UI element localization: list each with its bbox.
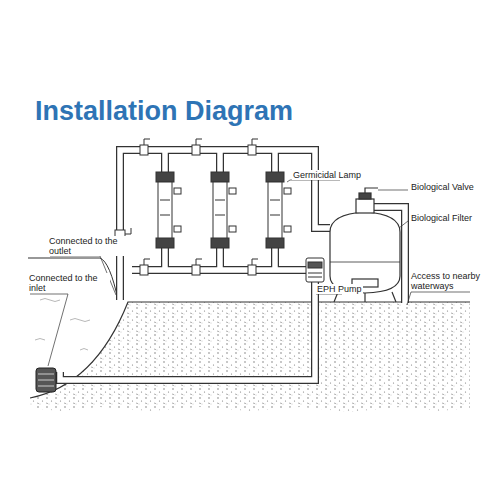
ground <box>30 302 470 412</box>
water-ripples <box>35 299 90 351</box>
part-label: Biological Filter <box>410 213 473 223</box>
pipe-outline <box>60 150 405 380</box>
part-label: Access to nearby waterways <box>410 271 492 291</box>
pipe-valves <box>115 139 258 275</box>
part-label: Connected to the outlet <box>48 236 128 256</box>
pipe-inner <box>60 150 405 380</box>
part-label: Biological Valve <box>410 182 475 192</box>
part-label: Germicidal Lamp <box>292 170 362 180</box>
water-surface <box>28 257 100 258</box>
uv-lamps <box>156 172 291 248</box>
pump <box>306 258 324 282</box>
part-label: Connected to the inlet <box>28 273 110 293</box>
part-label: EPH Pump <box>316 284 363 294</box>
diagram-title: Installation Diagram <box>35 96 293 127</box>
inlet-fitting <box>36 368 56 392</box>
